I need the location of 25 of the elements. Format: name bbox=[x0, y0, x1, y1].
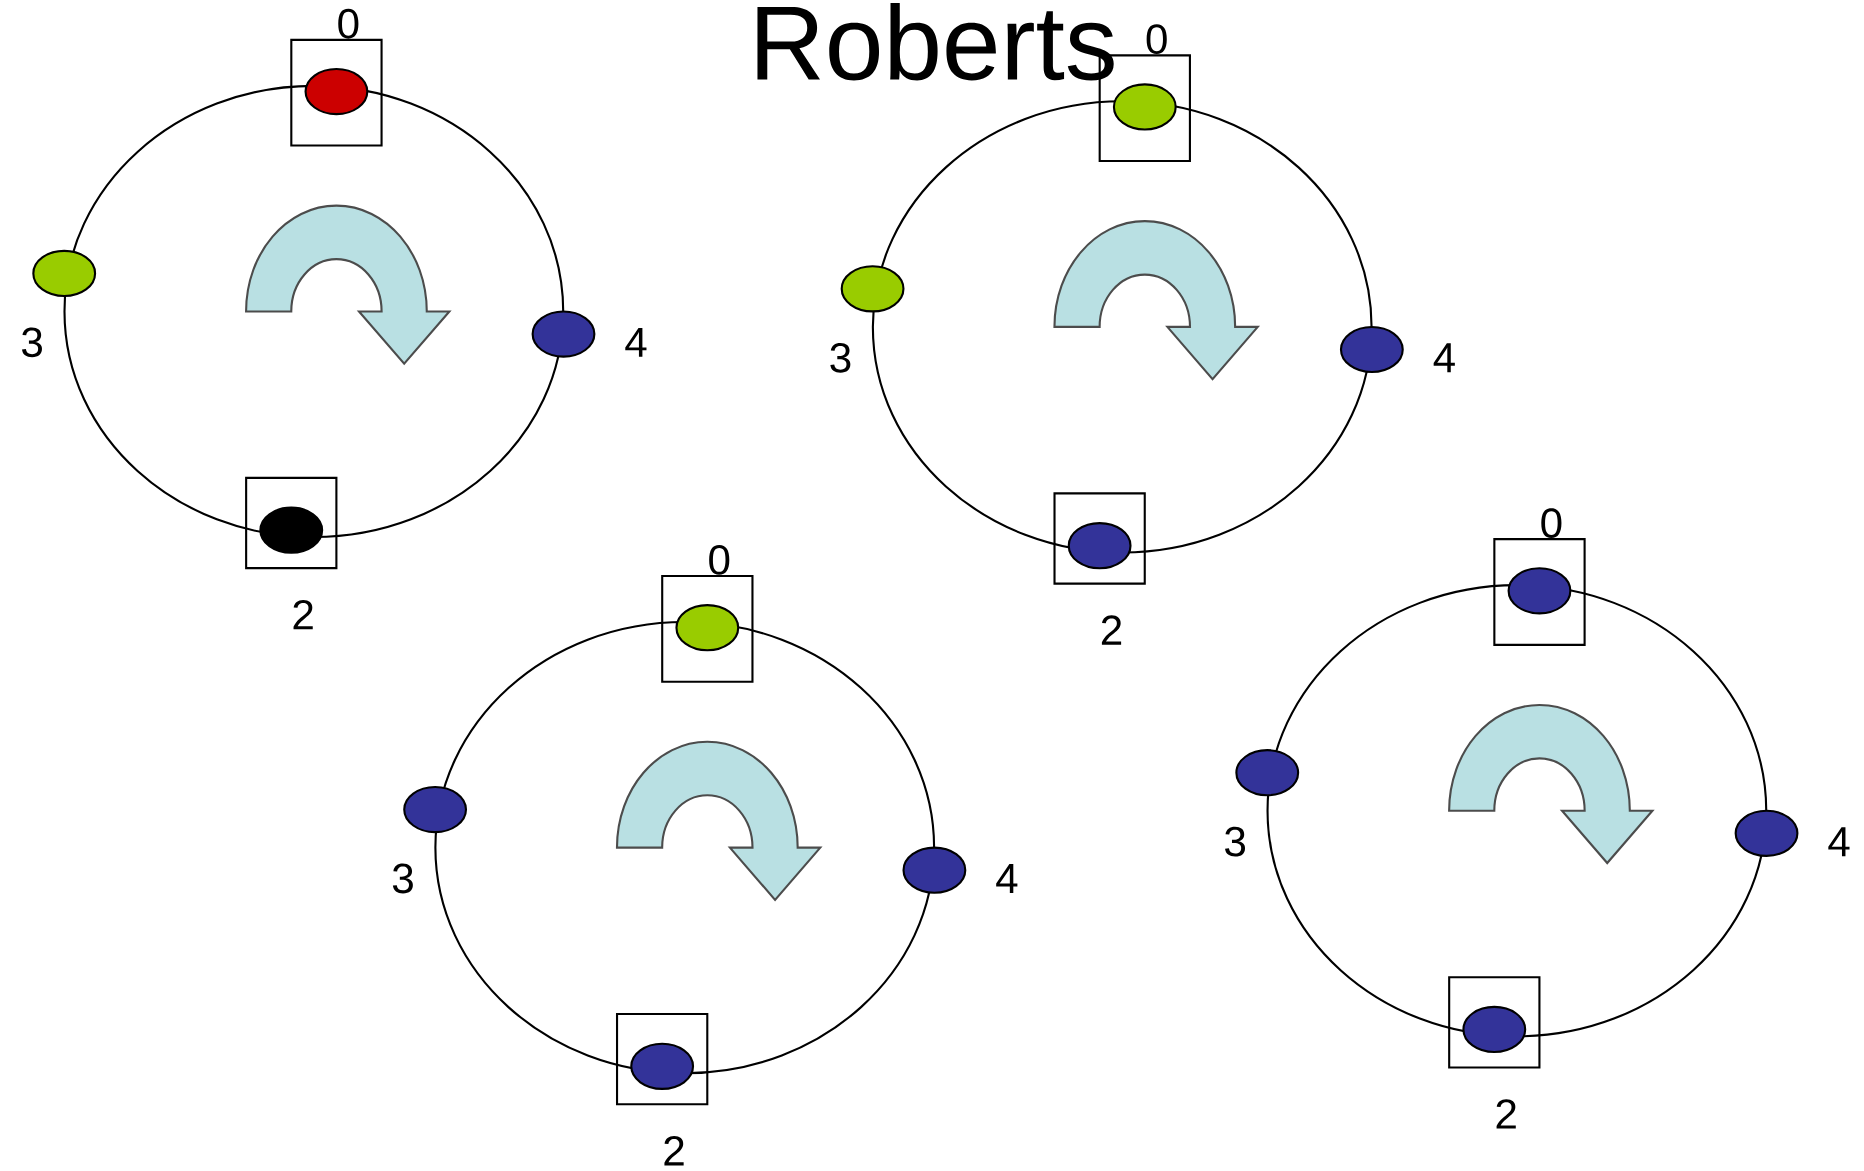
node-label: 3 bbox=[1225, 826, 1245, 857]
node-label: 0 bbox=[1541, 508, 1562, 538]
node-label: 0 bbox=[338, 8, 359, 39]
process-dot bbox=[1507, 567, 1572, 615]
process-dot bbox=[675, 604, 740, 652]
process-dot bbox=[1462, 1005, 1527, 1054]
node-label: 3 bbox=[830, 342, 851, 373]
node-label: 2 bbox=[664, 1136, 684, 1166]
process-dot bbox=[304, 67, 369, 116]
node-label: 3 bbox=[392, 863, 413, 894]
process-dot bbox=[1112, 83, 1177, 131]
node-label: 0 bbox=[709, 545, 730, 575]
node-label: 2 bbox=[1496, 1099, 1516, 1129]
node-label: 4 bbox=[1828, 827, 1850, 857]
node-label: 4 bbox=[1433, 343, 1455, 373]
node-label: 2 bbox=[1101, 615, 1122, 645]
node-label: 4 bbox=[996, 864, 1018, 893]
process-dot bbox=[259, 506, 324, 554]
node-label: 0 bbox=[1146, 24, 1167, 55]
node-label: 4 bbox=[625, 327, 647, 357]
node-label: 2 bbox=[293, 599, 313, 630]
title: Roberts bbox=[757, 3, 1114, 81]
node-label: 3 bbox=[22, 327, 42, 358]
process-dot bbox=[630, 1042, 695, 1090]
process-dot bbox=[1067, 522, 1132, 570]
